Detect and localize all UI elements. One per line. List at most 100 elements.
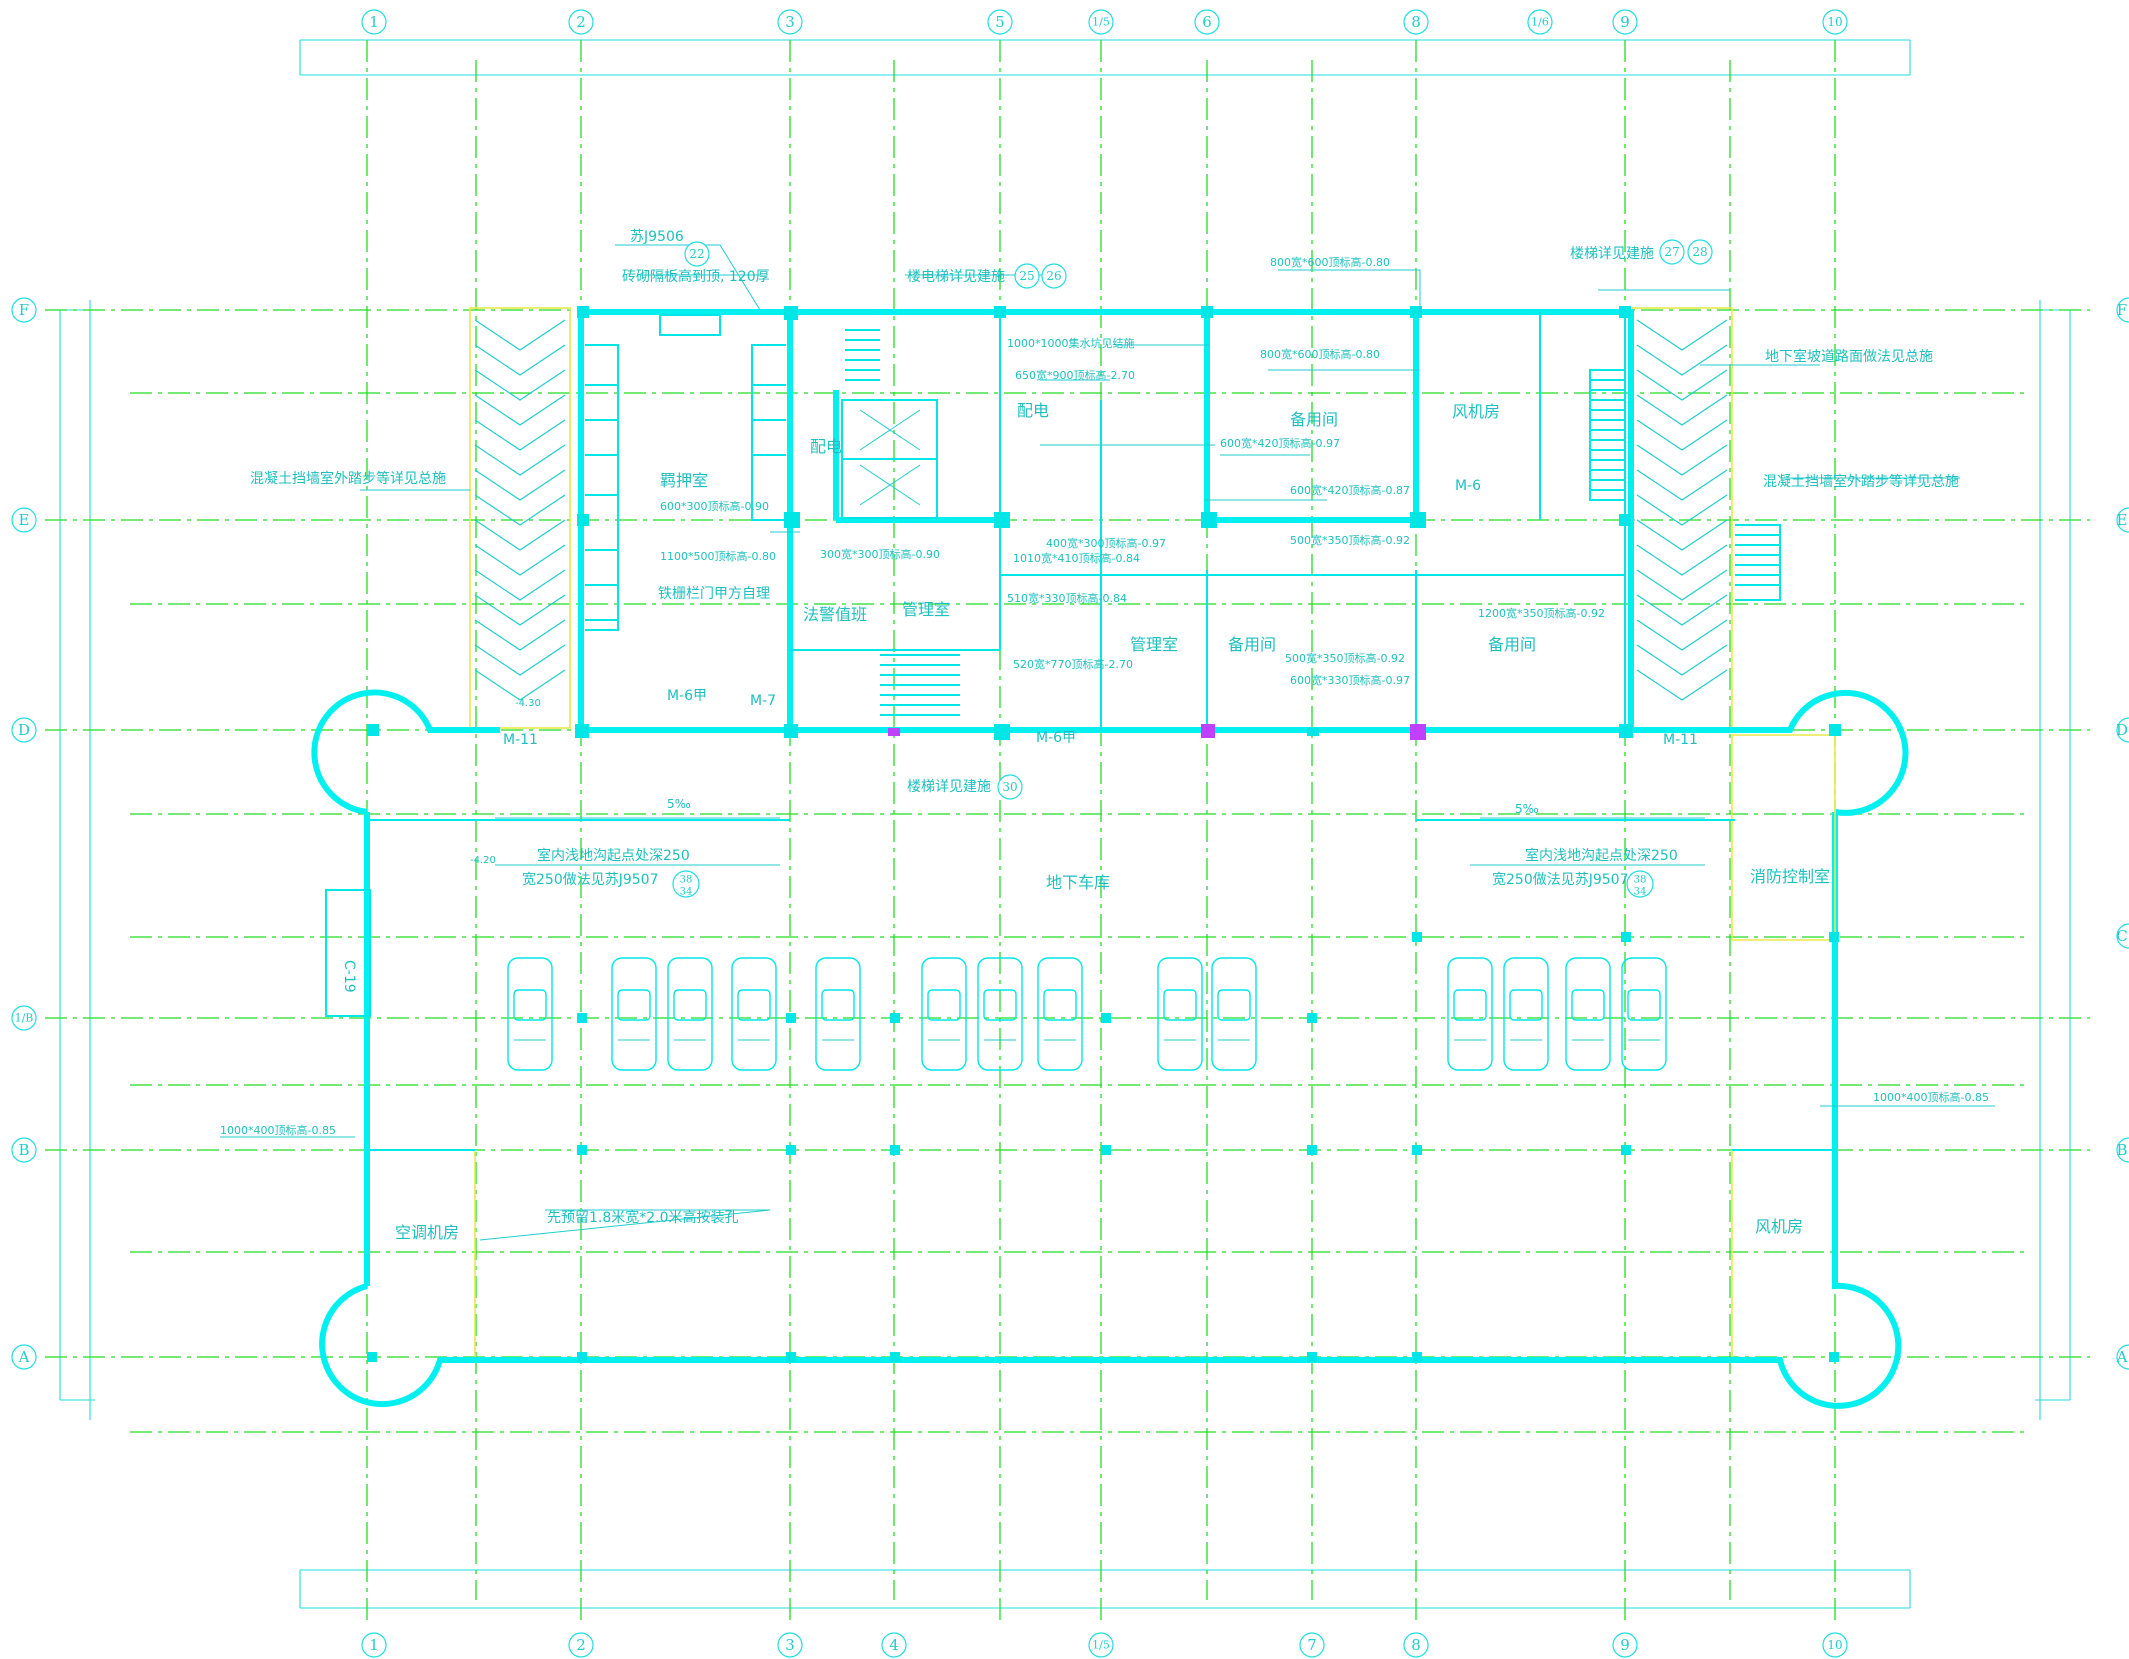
axis-bottom-3: 3 [785, 1636, 795, 1654]
axis-top-10: 10 [1827, 15, 1842, 29]
grid-lines [45, 40, 2090, 1620]
room-power-1: 配电 [810, 437, 842, 456]
car-12 [1503, 957, 1549, 1071]
axis-left-1-B: 1/B [15, 1012, 34, 1025]
note-install-hole: 先预留1.8米宽*2.0米高按装孔 [547, 1209, 739, 1226]
axis-right-A: A [2116, 1348, 2128, 1366]
note-duct-1100-500: 1100*500顶标高-0.80 [660, 549, 776, 563]
axis-bottom-4: 4 [889, 1636, 899, 1654]
axis-bubbles-left: F E D 1/B B A [11, 297, 37, 1370]
axis-left-B: B [18, 1141, 29, 1159]
left-ramp [469, 307, 571, 729]
car-9 [1157, 957, 1203, 1071]
note-duct-510-330: 510宽*330顶标高-0.84 [1007, 591, 1127, 605]
axis-right-D: D [2116, 721, 2128, 739]
axis-right-E: E [2117, 511, 2128, 529]
room-fan-2: 风机房 [1755, 1217, 1803, 1236]
note-ref-34-right: 34 [1634, 887, 1647, 898]
axis-bottom-9: 9 [1620, 1636, 1630, 1654]
note-door-m6: M-6 [1455, 478, 1481, 494]
note-duct-600-420: 600宽*420顶标高-0.97 [1220, 436, 1340, 450]
axis-top-6: 6 [1202, 13, 1212, 31]
note-door-m11-right: M-11 [1663, 732, 1698, 748]
note-duct-1010-410: 1010宽*410顶标高-0.84 [1013, 551, 1140, 565]
note-stair-detail: 楼梯详见建施 [1570, 246, 1654, 262]
stairs [845, 329, 1781, 716]
car-11 [1447, 957, 1493, 1071]
note-stair-30: 楼梯详见建施 [907, 779, 991, 795]
room-spare-2: 备用间 [1228, 635, 1276, 654]
axis-top-3: 3 [785, 13, 795, 31]
room-labels: 羁押室 法警值班 管理室 管理室 配电 配电 备用间 备用间 备用间 风机房 风… [395, 401, 1830, 1242]
room-power-2: 配电 [1017, 401, 1049, 420]
car-10 [1211, 957, 1257, 1071]
axis-top-2: 2 [576, 13, 586, 31]
parked-cars [507, 957, 1667, 1071]
note-pit: 1000*1000集水坑见结施 [1007, 336, 1135, 350]
note-duct-500-350-a: 500宽*350顶标高-0.92 [1290, 533, 1410, 547]
car-4 [731, 957, 777, 1071]
axis-top-1-6: 1/6 [1531, 16, 1549, 29]
car-2 [611, 957, 657, 1071]
note-duct-300-300: 300宽*300顶标高-0.90 [820, 547, 940, 561]
note-retaining-right: 混凝土挡墙室外踏步等详见总施 [1763, 473, 1959, 490]
note-trench-right-1: 室内浅地沟起点处深250 [1525, 847, 1678, 864]
note-ref-28: 28 [1692, 245, 1707, 259]
room-ac: 空调机房 [395, 1223, 459, 1242]
axis-left-A: A [18, 1348, 30, 1366]
note-door-m6a-1: M-6甲 [667, 688, 707, 704]
note-ref-34-left: 34 [680, 887, 693, 898]
axis-right-B: B [2116, 1141, 2127, 1159]
note-duct-1000-400-left: 1000*400顶标高-0.85 [220, 1123, 336, 1137]
note-door-m6a-2: M-6甲 [1036, 730, 1076, 746]
axis-bottom-2: 2 [576, 1636, 586, 1654]
right-ramp [1631, 307, 1733, 729]
room-management-1: 管理室 [902, 600, 950, 619]
note-ref-22: 22 [689, 247, 704, 261]
note-duct-400-300: 400宽*300顶标高-0.97 [1046, 536, 1166, 550]
note-duct-600-330: 600宽*330顶标高-0.97 [1290, 673, 1410, 687]
garage-walls [311, 689, 1909, 1409]
note-dim-5-left: 5‰ [667, 797, 691, 811]
note-elev-left: -4.30 [515, 698, 541, 709]
car-13 [1565, 957, 1611, 1071]
car-6 [921, 957, 967, 1071]
car-14 [1621, 957, 1667, 1071]
note-duct-1200-350: 1200宽*350顶标高-0.92 [1478, 606, 1605, 620]
axis-bubbles-right: F E D C B A [2116, 297, 2129, 1370]
axis-right-C: C [2116, 927, 2127, 945]
room-fire-control: 消防控制室 [1750, 867, 1830, 886]
leader-lines [220, 244, 1995, 1241]
detention-cells [585, 314, 786, 631]
annotation-notes: 苏J9506 22 砖砌隔板高到顶, 120厚 楼电梯详见建施 25 26 楼梯… [220, 229, 1989, 1226]
room-detention: 羁押室 [660, 471, 708, 490]
note-ref-38-right: 38 [1634, 875, 1647, 886]
note-iron-rail: 铁栅栏门甲方自理 [658, 586, 770, 602]
axis-bubbles-bottom: 1 2 3 4 1/5 7 8 9 10 [361, 1632, 1848, 1658]
axis-bubbles-top: 1 2 3 5 1/5 6 8 1/6 9 10 [361, 9, 1848, 35]
note-duct-800-600-b: 800宽*600顶标高-0.80 [1260, 347, 1380, 361]
note-retaining-left: 混凝土挡墙室外踏步等详见总施 [250, 470, 446, 487]
axis-top-1-5: 1/5 [1092, 16, 1110, 29]
note-door-m7: M-7 [750, 693, 776, 709]
car-5 [815, 957, 861, 1071]
car-3 [667, 957, 713, 1071]
columns [367, 306, 1841, 1362]
room-spare-1: 备用间 [1290, 410, 1338, 429]
axis-top-1: 1 [369, 13, 379, 31]
note-ref-38-left: 38 [680, 875, 693, 886]
note-elevator-stair: 楼电梯详见建施 [907, 269, 1005, 285]
note-duct-500-350-b: 500宽*350顶标高-0.92 [1285, 651, 1405, 665]
note-ref-25: 25 [1019, 269, 1034, 283]
room-police-duty: 法警值班 [803, 605, 867, 624]
axis-right-F: F [2117, 301, 2127, 319]
room-fan-1: 风机房 [1452, 402, 1500, 421]
axis-left-D: D [18, 721, 30, 739]
car-8 [1037, 957, 1083, 1071]
axis-top-8: 8 [1411, 13, 1421, 31]
note-brick-partition: 砖砌隔板高到顶, 120厚 [622, 268, 770, 285]
note-duct-600-300: 600*300顶标高-0.90 [660, 499, 769, 513]
note-elev-garage: -4.20 [470, 855, 496, 866]
axis-bottom-8: 8 [1411, 1636, 1421, 1654]
room-management-2: 管理室 [1130, 635, 1178, 654]
